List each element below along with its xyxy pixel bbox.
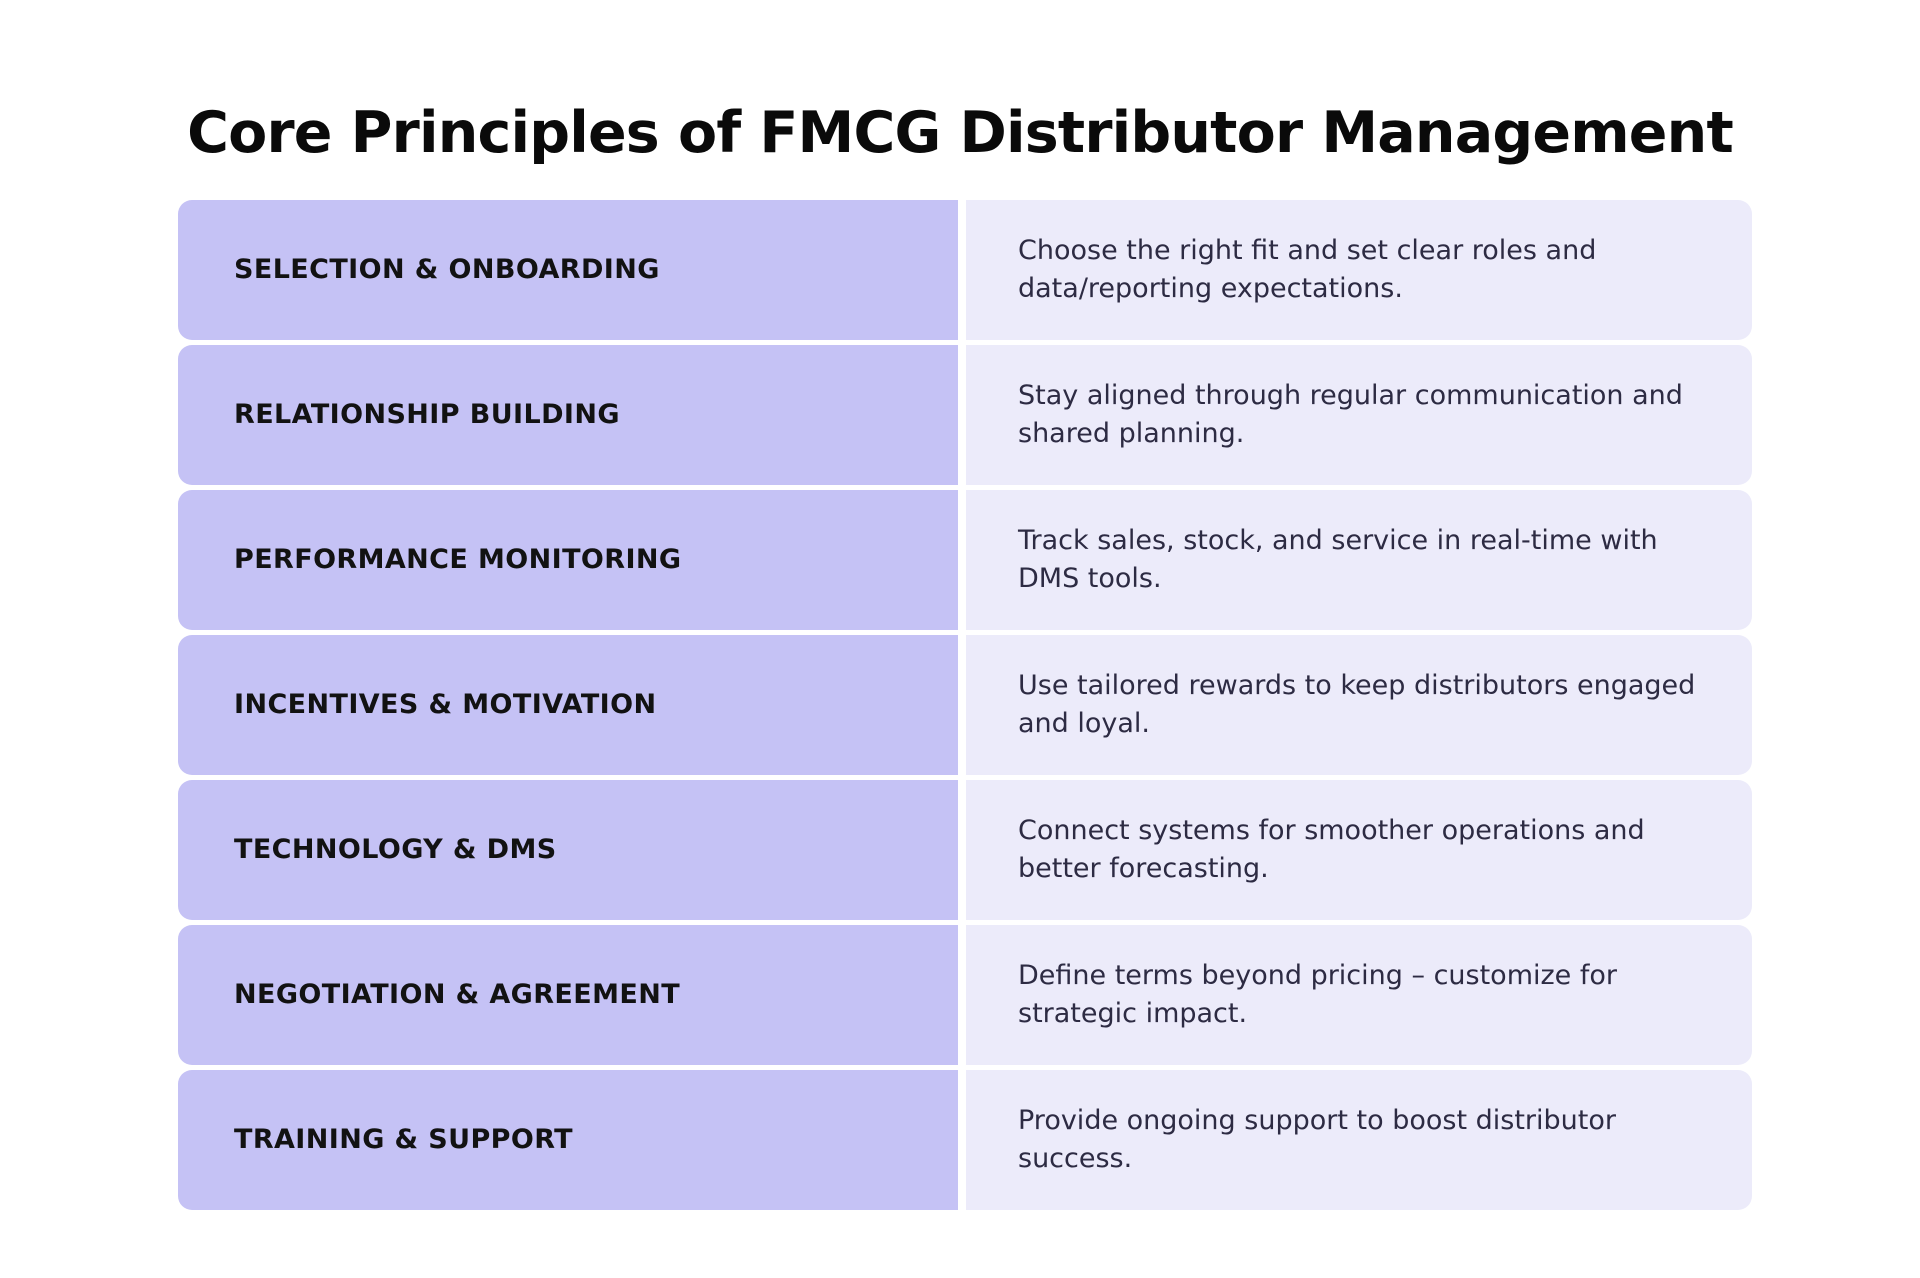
principle-label: TECHNOLOGY & DMS [234,833,557,865]
principle-description-cell: Stay aligned through regular communicati… [966,345,1752,485]
column-divider [958,635,966,775]
principle-description: Track sales, stock, and service in real-… [1018,524,1658,594]
principle-label: PERFORMANCE MONITORING [234,543,682,575]
table-row: INCENTIVES & MOTIVATION Use tailored rew… [178,635,1752,775]
table-row: RELATIONSHIP BUILDING Stay aligned throu… [178,345,1752,485]
principle-description: Connect systems for smoother operations … [1018,814,1645,884]
principle-label: NEGOTIATION & AGREEMENT [234,978,681,1010]
principle-description: Provide ongoing support to boost distrib… [1018,1104,1616,1174]
column-divider [958,490,966,630]
principle-label: TRAINING & SUPPORT [234,1123,573,1155]
principle-label-cell: TECHNOLOGY & DMS [178,780,958,920]
principle-label-cell: SELECTION & ONBOARDING [178,200,958,340]
principle-description: Stay aligned through regular communicati… [1018,379,1683,449]
principle-label-cell: TRAINING & SUPPORT [178,1070,958,1210]
principle-label: INCENTIVES & MOTIVATION [234,688,657,720]
table-row: SELECTION & ONBOARDING Choose the right … [178,200,1752,340]
principle-label-cell: RELATIONSHIP BUILDING [178,345,958,485]
principle-description-cell: Define terms beyond pricing – customize … [966,925,1752,1065]
page-title: Core Principles of FMCG Distributor Mana… [187,100,1734,167]
column-divider [958,200,966,340]
principles-table: SELECTION & ONBOARDING Choose the right … [178,200,1752,1210]
principle-description-cell: Choose the right fit and set clear roles… [966,200,1752,340]
table-row: PERFORMANCE MONITORING Track sales, stoc… [178,490,1752,630]
principle-description-cell: Provide ongoing support to boost distrib… [966,1070,1752,1210]
column-divider [958,925,966,1065]
principle-label-cell: NEGOTIATION & AGREEMENT [178,925,958,1065]
table-row: TECHNOLOGY & DMS Connect systems for smo… [178,780,1752,920]
principle-description-cell: Track sales, stock, and service in real-… [966,490,1752,630]
column-divider [958,345,966,485]
column-divider [958,1070,966,1210]
principle-description-cell: Use tailored rewards to keep distributor… [966,635,1752,775]
principle-label: SELECTION & ONBOARDING [234,253,660,285]
principle-description: Define terms beyond pricing – customize … [1018,959,1617,1029]
principle-label: RELATIONSHIP BUILDING [234,398,620,430]
principle-label-cell: PERFORMANCE MONITORING [178,490,958,630]
principle-label-cell: INCENTIVES & MOTIVATION [178,635,958,775]
principle-description: Use tailored rewards to keep distributor… [1018,669,1696,739]
principle-description-cell: Connect systems for smoother operations … [966,780,1752,920]
table-row: NEGOTIATION & AGREEMENT Define terms bey… [178,925,1752,1065]
table-row: TRAINING & SUPPORT Provide ongoing suppo… [178,1070,1752,1210]
principle-description: Choose the right fit and set clear roles… [1018,234,1597,304]
column-divider [958,780,966,920]
